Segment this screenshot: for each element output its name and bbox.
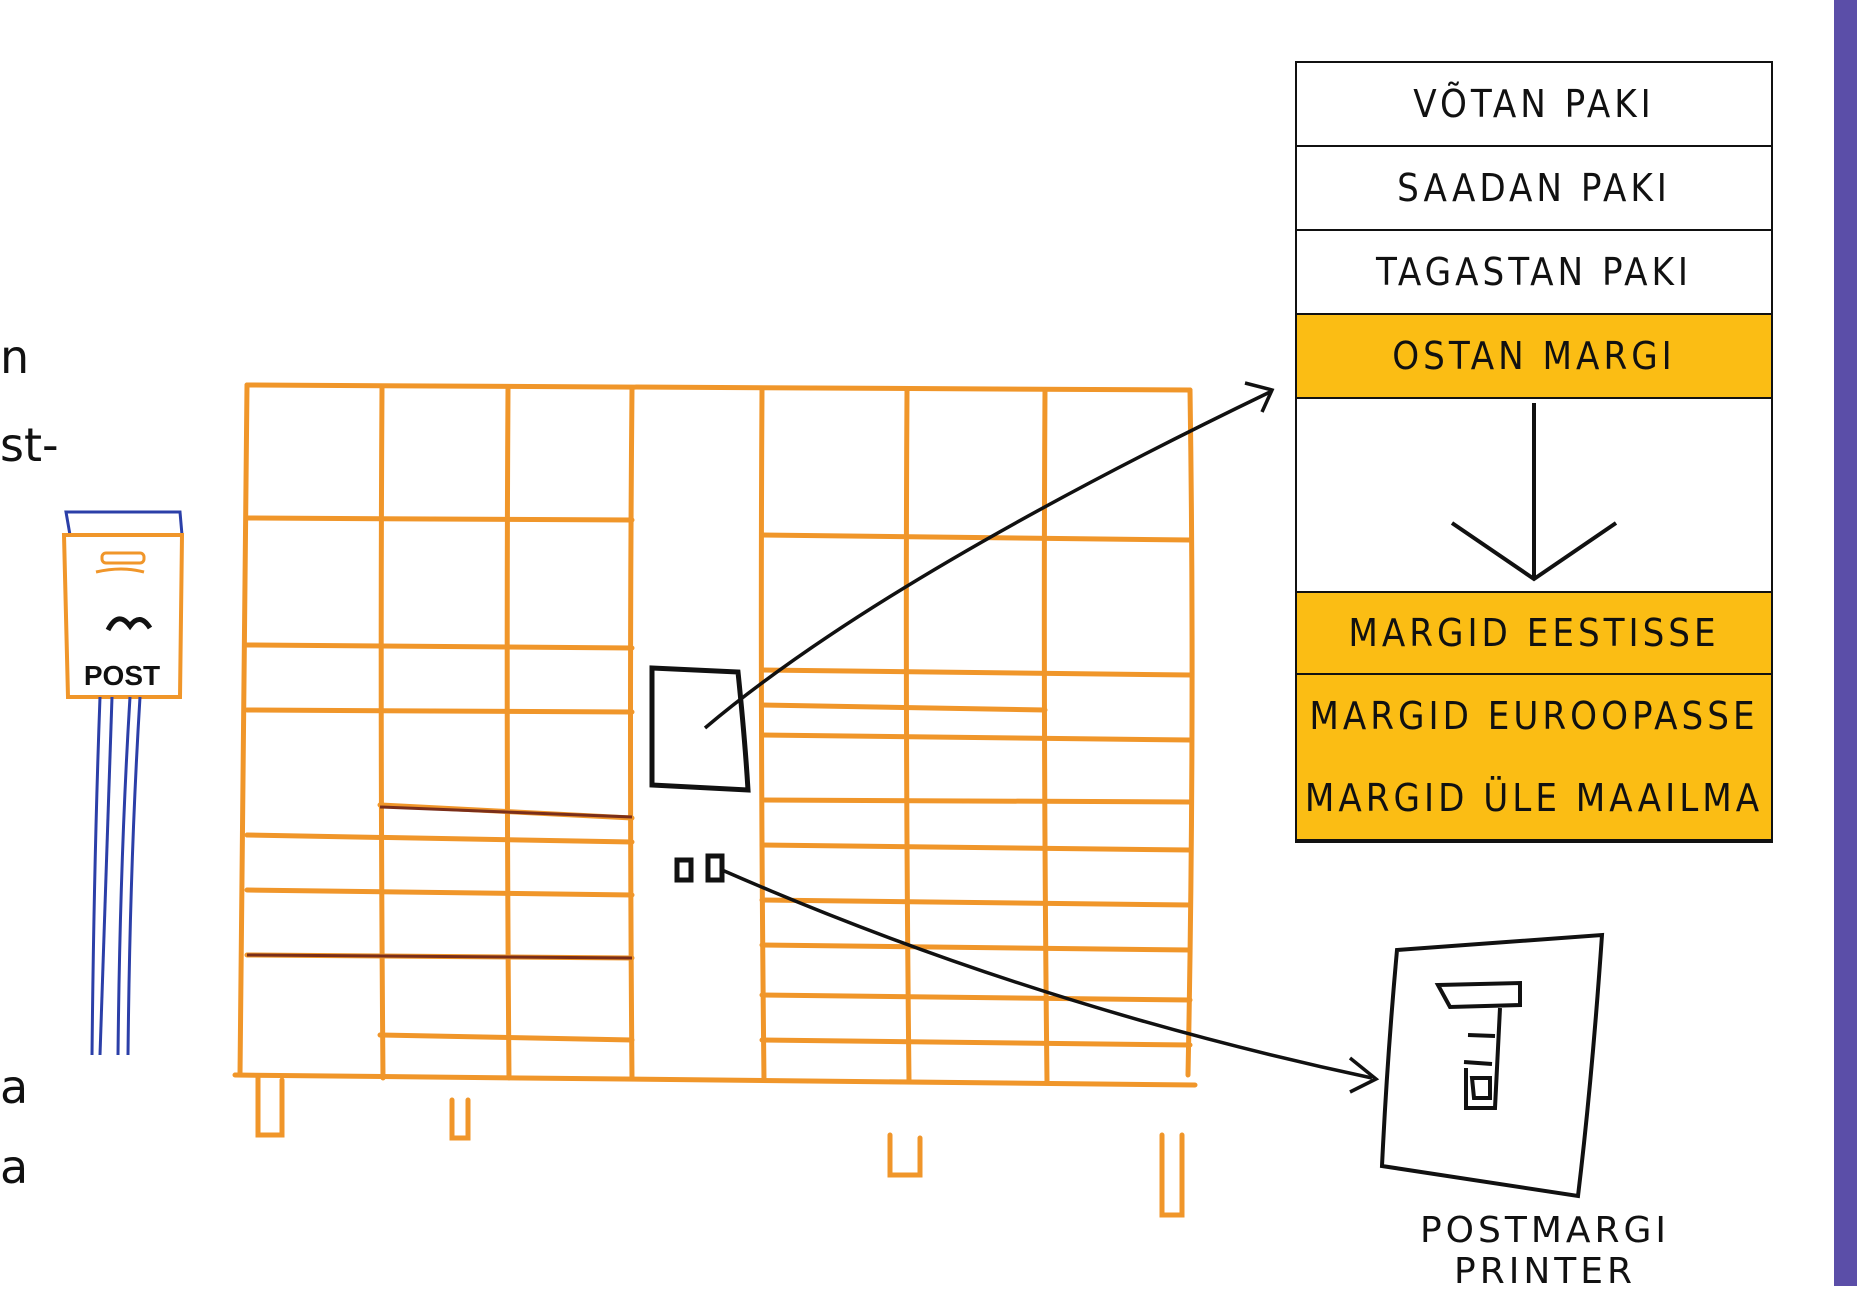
stamp-printer-icon bbox=[1379, 932, 1605, 1199]
partial-text-1: n bbox=[0, 330, 30, 384]
sidebar-band bbox=[1834, 0, 1857, 1286]
submenu-arrow bbox=[1450, 403, 1618, 582]
down-arrow-icon bbox=[1450, 403, 1618, 582]
partial-text-4: a bbox=[0, 1140, 29, 1194]
locker-screen bbox=[649, 665, 751, 793]
mailbox: POST bbox=[61, 510, 185, 1056]
submenu-item-euroopasse[interactable]: MARGID EUROOPASSE bbox=[1297, 675, 1771, 759]
menu-item-votan-paki[interactable]: VÕTAN PAKI bbox=[1297, 63, 1771, 147]
screen-arrow bbox=[703, 381, 1275, 730]
partial-text-2: st- bbox=[0, 418, 59, 472]
post-horn-icon bbox=[105, 616, 153, 632]
submenu-item-eestisse[interactable]: MARGID EESTISSE bbox=[1297, 591, 1771, 675]
parcel-locker bbox=[232, 382, 1198, 1218]
printer-arrow bbox=[721, 868, 1380, 1094]
submenu-item-ule-maailma[interactable]: MARGID ÜLE MAAILMA bbox=[1297, 757, 1771, 841]
locker-dark-shelves bbox=[246, 805, 633, 960]
menu-item-tagastan-paki[interactable]: TAGASTAN PAKI bbox=[1297, 231, 1771, 315]
kiosk-menu: VÕTAN PAKI SAADAN PAKI TAGASTAN PAKI OST… bbox=[1295, 61, 1773, 843]
menu-item-saadan-paki[interactable]: SAADAN PAKI bbox=[1297, 147, 1771, 231]
menu-item-ostan-margi[interactable]: OSTAN MARGI bbox=[1297, 315, 1771, 399]
printer-slots bbox=[674, 853, 725, 883]
printer-label: POSTMARGI PRINTER bbox=[1419, 1210, 1671, 1292]
partial-text-3: a bbox=[0, 1060, 29, 1114]
mailbox-label: POST bbox=[84, 660, 160, 691]
